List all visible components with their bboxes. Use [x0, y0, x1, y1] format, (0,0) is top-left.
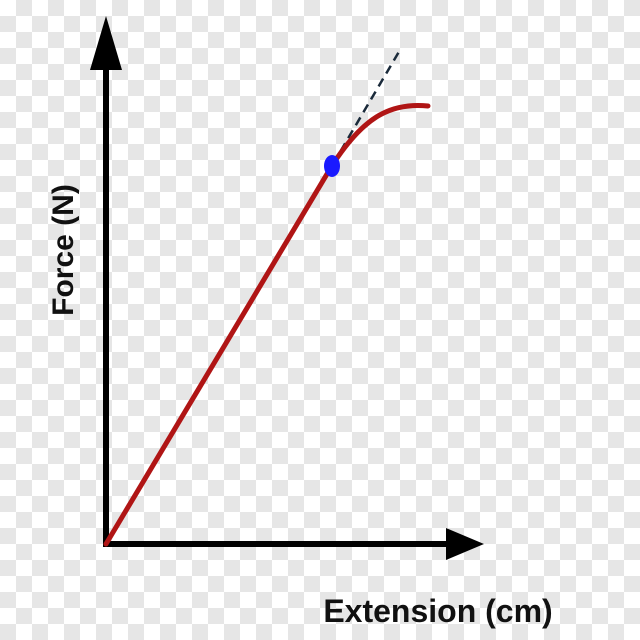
x-axis-label: Extension (cm) [323, 593, 552, 629]
y-axis-arrowhead [90, 16, 122, 70]
y-axis-label: Force (N) [47, 184, 80, 316]
force-extension-curve [103, 102, 431, 547]
limit-of-proportionality-point [324, 155, 340, 177]
x-axis-arrowhead [446, 528, 484, 560]
